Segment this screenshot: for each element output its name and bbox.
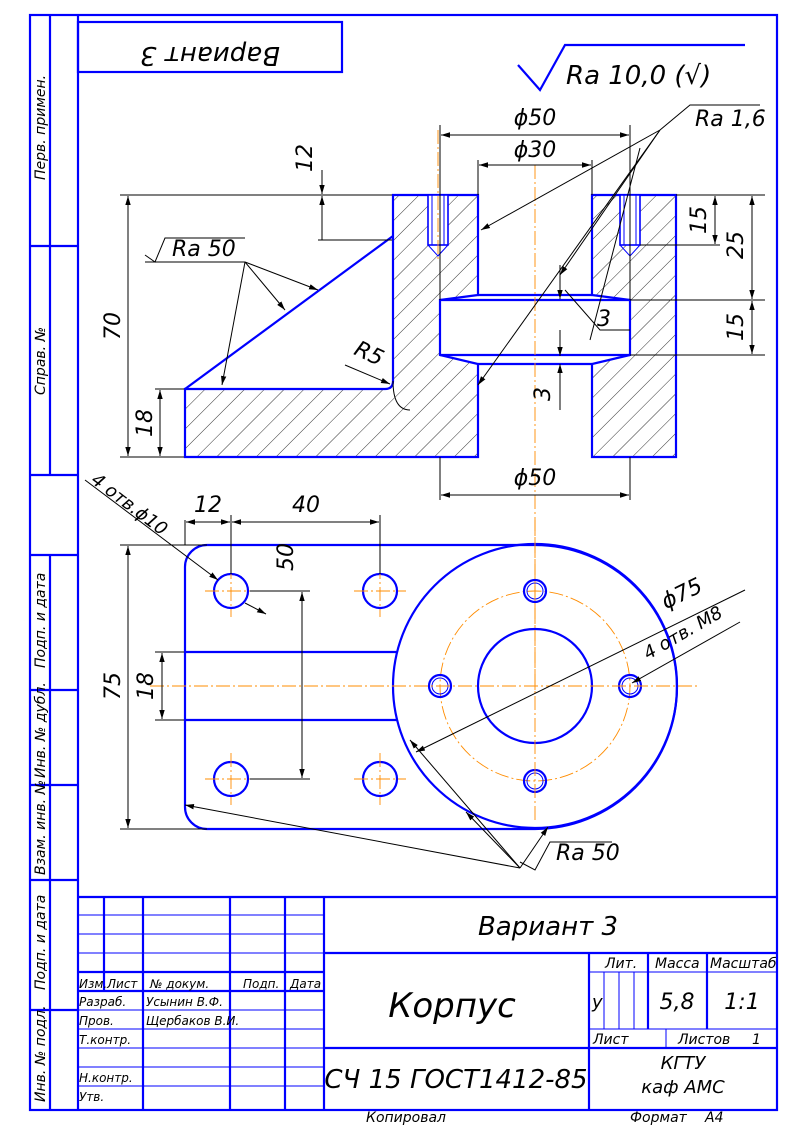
tb-row-nkontr: Н.контр. <box>79 1071 133 1085</box>
threads-note: 4 отв. М8 <box>640 602 726 664</box>
tb-col-podp: Подп. <box>243 977 279 991</box>
dim-25: 25 <box>724 231 749 259</box>
stamp-vzam-inv: Взам. инв. № <box>33 780 49 875</box>
tb-col-izm: Изм. <box>79 977 107 991</box>
side-stamps: Перв. примен. Справ. № Подп. и дата Инв.… <box>33 75 49 1102</box>
tb-hdr-lit: Лит. <box>604 956 637 972</box>
roughness-ra50-section: Ra 50 <box>172 237 236 262</box>
tb-col-data: Дата <box>289 977 321 991</box>
tb-razrab-name: Усынин В.Ф. <box>146 995 223 1009</box>
tb-row-tkontr: Т.контр. <box>79 1033 131 1047</box>
tb-col-list: Лист <box>106 977 138 991</box>
tb-masshtab-value: 1:1 <box>724 990 759 1015</box>
tb-org-line2: каф АМС <box>641 1077 725 1098</box>
tb-listov-label: Листов <box>677 1032 730 1048</box>
tb-col-doc: № докум. <box>149 977 209 991</box>
dim-15-right: 15 <box>724 313 749 341</box>
tb-hdr-masshtab: Масштаб <box>710 956 777 972</box>
dim-3-right: 3 <box>597 307 611 332</box>
general-roughness-text: Ra 10,0 (√) <box>566 61 711 91</box>
tb-lit-value: у <box>591 992 603 1013</box>
title-block: Копировал Формат А4 Вариант 3 Корпус СЧ … <box>78 895 777 1126</box>
dim-phi50-bottom: ϕ50 <box>514 466 557 491</box>
stamp-perv-primen: Перв. примен. <box>33 75 49 180</box>
tb-material: СЧ 15 ГОСТ1412-85 <box>324 1065 587 1095</box>
plan-view: 4 отв.ϕ10 12 40 50 75 18 ϕ75 4 отв. М8 R… <box>84 469 746 871</box>
stamp-podp-data-1: Подп. и дата <box>33 573 49 668</box>
dim-70: 70 <box>101 312 126 340</box>
holes-note: 4 отв.ϕ10 <box>87 469 171 540</box>
dim-18-section: 18 <box>133 409 158 437</box>
tb-part-name: Корпус <box>388 986 516 1026</box>
stamp-sprav-no: Справ. № <box>33 327 49 395</box>
stamp-inv-podl: Инв. № подл. <box>33 1005 49 1102</box>
roughness-ra16: Ra 1,6 <box>695 107 766 132</box>
dim-40: 40 <box>292 493 320 518</box>
threaded-hole-left <box>427 194 449 257</box>
tb-format-label: Формат <box>630 1110 688 1126</box>
tb-kopiroval: Копировал <box>366 1110 446 1126</box>
roughness-ra50-plan: Ra 50 <box>556 841 620 866</box>
dim-50: 50 <box>274 543 299 571</box>
tb-variant: Вариант 3 <box>478 912 618 942</box>
top-variant-box: Вариант 3 <box>76 20 344 74</box>
sheet-frame <box>28 13 779 1112</box>
dim-75: 75 <box>101 672 126 700</box>
dim-phi50-top: ϕ50 <box>514 106 557 131</box>
dim-phi30: ϕ30 <box>514 138 557 163</box>
tb-hdr-massa: Масса <box>655 956 700 972</box>
radius-r5: R5 <box>350 337 387 372</box>
tb-row-prov: Пров. <box>79 1014 114 1028</box>
plate-holes <box>212 572 399 798</box>
rib-edge <box>184 235 394 390</box>
plan-outline <box>183 543 679 831</box>
tb-listov-value: 1 <box>752 1032 761 1048</box>
stamp-podp-data-2: Подп. и дата <box>33 895 49 990</box>
section-view: ϕ50 ϕ30 12 15 25 15 70 18 3 3 ϕ50 R5 Ra … <box>101 104 766 690</box>
tb-massa-value: 5,8 <box>660 990 695 1015</box>
dim-12-section: 12 <box>293 144 318 172</box>
dim-phi75: ϕ75 <box>658 574 707 615</box>
tb-prov-name: Щербаков В.И. <box>146 1014 239 1028</box>
tb-org-line1: КГТУ <box>661 1053 707 1074</box>
top-variant-label: Вариант 3 <box>140 40 280 70</box>
tb-list-label: Лист <box>592 1032 629 1048</box>
dim-3-center: 3 <box>531 387 556 401</box>
stamp-inv-dubl: Инв. № дубл. <box>33 682 49 778</box>
general-roughness: Ra 10,0 (√) <box>517 43 745 92</box>
dim-18-plan: 18 <box>134 672 159 700</box>
dim-12-plan: 12 <box>194 493 222 518</box>
tb-format-value: А4 <box>704 1110 723 1126</box>
dim-15-top: 15 <box>687 206 712 234</box>
tb-row-utv: Утв. <box>79 1090 104 1104</box>
tb-row-razrab: Разраб. <box>79 995 126 1009</box>
